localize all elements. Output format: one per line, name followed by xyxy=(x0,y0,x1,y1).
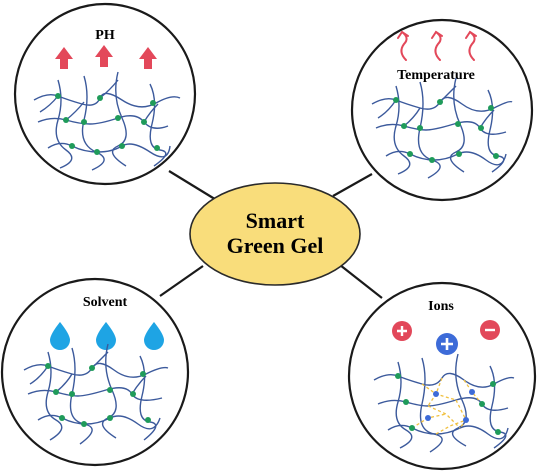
solvent-label: Solvent xyxy=(83,295,128,310)
ph-label: PH xyxy=(95,28,115,43)
crosslink-nodes xyxy=(55,93,160,155)
crosslink-nodes xyxy=(45,363,151,427)
water-drop-icon xyxy=(50,322,164,350)
connector-solvent xyxy=(159,265,204,297)
solvent-stimulus-panel: Solvent xyxy=(0,277,190,467)
ion-nodes xyxy=(425,389,475,423)
temperature-label: Temperature xyxy=(397,68,475,83)
crosslink-nodes xyxy=(393,97,499,163)
temperature-stimulus-panel: Temperature xyxy=(350,18,534,202)
ion-charge-icon xyxy=(392,320,500,355)
crosslink-nodes xyxy=(395,373,501,435)
connector-lines xyxy=(159,170,383,299)
up-arrow-icon xyxy=(55,45,157,69)
connector-temperature xyxy=(332,173,373,197)
connector-ions xyxy=(339,264,383,299)
connector-ph xyxy=(168,170,219,202)
wavy-arrow-icon xyxy=(397,30,477,61)
center-title-line2: Green Gel xyxy=(227,233,324,258)
ph-stimulus-panel: PH xyxy=(13,2,197,186)
center-title-line1: Smart xyxy=(246,208,305,233)
ions-label: Ions xyxy=(428,299,454,314)
center-node: Smart Green Gel xyxy=(189,182,361,286)
ions-stimulus-panel: Ions xyxy=(347,281,537,471)
